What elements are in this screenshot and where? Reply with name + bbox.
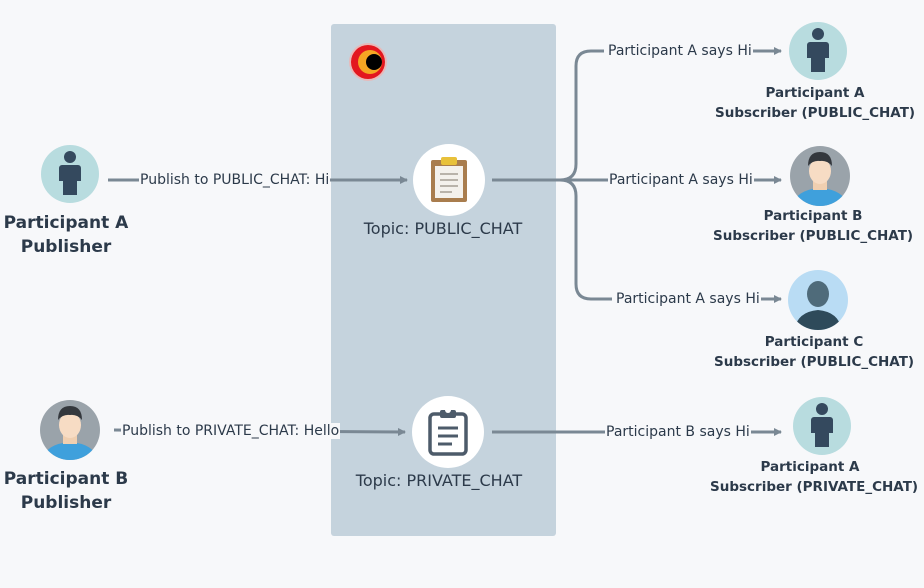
person-bust-icon xyxy=(788,270,848,330)
publish-label-private: Publish to PRIVATE_CHAT: Hello xyxy=(121,423,341,439)
delivery-label-private-a: Participant B says Hi xyxy=(605,424,751,440)
delivery-label-public-b: Participant A says Hi xyxy=(608,172,754,188)
delivery-label-public-a: Participant A says Hi xyxy=(607,43,753,59)
topic-label-public: Topic: PUBLIC_CHAT xyxy=(363,219,523,238)
subscriber-c-public-role: Subscriber (PUBLIC_CHAT) xyxy=(714,354,915,370)
publisher-a-role: Publisher xyxy=(20,237,112,257)
subscriber-a-public-role: Subscriber (PUBLIC_CHAT) xyxy=(715,105,916,121)
user-silhouette-icon xyxy=(789,22,847,80)
man-avatar-icon xyxy=(40,400,100,460)
delivery-label-public-c: Participant A says Hi xyxy=(615,291,761,307)
user-silhouette-icon xyxy=(41,145,99,203)
publisher-a-name: Participant A xyxy=(3,213,129,233)
clipboard-outline-icon xyxy=(412,396,484,468)
subscriber-a-private-name: Participant A xyxy=(760,459,860,475)
subscriber-b-public-name: Participant B xyxy=(763,208,863,224)
subscriber-a-public-name: Participant A xyxy=(765,85,865,101)
clipboard-icon xyxy=(413,144,485,216)
subscriber-b-public-role: Subscriber (PUBLIC_CHAT) xyxy=(713,228,914,244)
broker-logo-icon xyxy=(349,43,387,81)
user-silhouette-icon xyxy=(793,397,851,455)
publish-label-public: Publish to PUBLIC_CHAT: Hi xyxy=(139,172,331,188)
broker-panel xyxy=(331,24,556,536)
topic-label-private: Topic: PRIVATE_CHAT xyxy=(355,471,523,490)
publisher-b-name: Participant B xyxy=(3,469,129,489)
man-avatar-icon xyxy=(790,146,850,206)
subscriber-c-public-name: Participant C xyxy=(764,334,864,350)
subscriber-a-private-role: Subscriber (PRIVATE_CHAT) xyxy=(710,479,919,495)
publisher-b-role: Publisher xyxy=(20,493,112,513)
fanout-public xyxy=(492,49,612,301)
